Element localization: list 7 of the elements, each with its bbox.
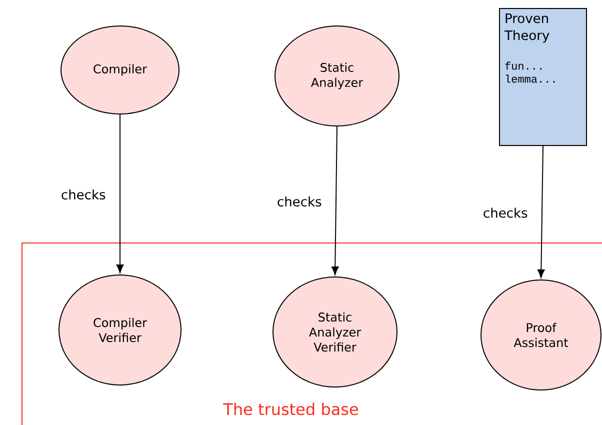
arrow [332, 126, 339, 276]
arrow [538, 146, 545, 278]
theory-box: Proven Theory fun... lemma... [499, 8, 587, 146]
edge-label: checks [480, 206, 530, 220]
edge-label: checks [58, 187, 108, 202]
arrow [116, 114, 124, 274]
edge-label: checks [274, 194, 324, 209]
